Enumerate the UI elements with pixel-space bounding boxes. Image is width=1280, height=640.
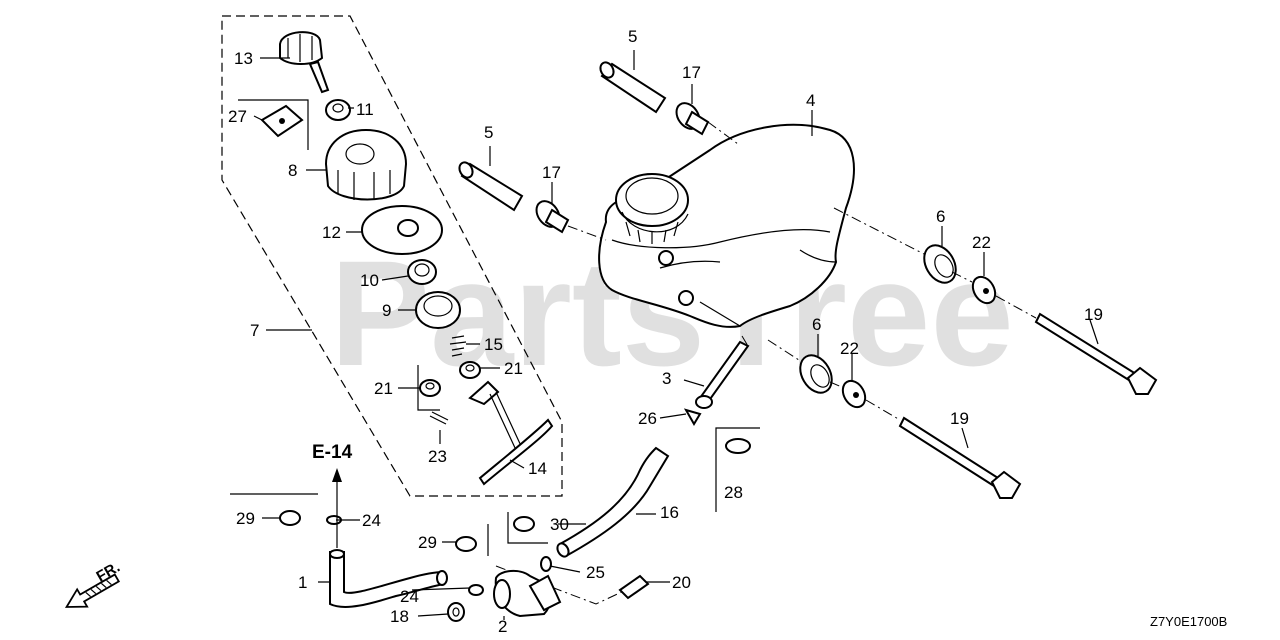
callout-30: 30 [550,515,569,534]
bolt-20 [618,574,650,600]
bolt-upper [1034,312,1158,395]
washer-18 [447,602,465,622]
callout-19-upper: 19 [1084,305,1103,324]
mount-rubber-upper [923,244,957,284]
callout-15: 15 [484,335,503,354]
callout-10: 10 [360,271,379,290]
callout-25: 25 [586,563,605,582]
seal-9 [415,291,461,329]
clip-29-lower [455,536,477,552]
callout-9: 9 [382,301,391,320]
hose-cap-upper [599,61,667,114]
spring-15 [449,335,467,357]
bracket-30 [507,512,548,544]
callout-1: 1 [298,573,307,592]
washer-upper [971,275,997,305]
cap-nut-11 [325,99,351,121]
callout-19-lower: 19 [950,409,969,428]
drawing-code: Z7Y0E1700B [1150,614,1227,629]
callout-29-upper: 29 [236,509,255,528]
callout-22-upper: 22 [972,233,991,252]
callout-28: 28 [724,483,743,502]
callout-6-upper: 6 [936,207,945,226]
callout-17-upper: 17 [682,63,701,82]
grommet-upper [675,102,710,136]
packing-27 [260,104,304,138]
clip-26 [683,408,702,426]
reference-label: E-14 [312,442,353,463]
callout-21-right: 21 [504,359,523,378]
callout-21-left: 21 [374,379,393,398]
collar-10 [407,259,437,285]
washer-21-left [419,379,441,397]
fuel-cock-2 [493,570,562,618]
cap-gasket-12 [361,205,443,255]
callout-13: 13 [234,49,253,68]
callout-8: 8 [288,161,297,180]
bracket-28 [715,427,760,512]
callout-24-upper: 24 [362,511,381,530]
callout-4: 4 [806,91,815,110]
reference-arrow-head [332,468,342,482]
fuel-tank [598,123,855,328]
callout-14: 14 [528,459,547,478]
mount-rubber-lower [799,354,833,394]
callout-23: 23 [428,447,447,466]
fuel-gauge-14 [468,380,554,486]
callout-12: 12 [322,223,341,242]
pin-23 [429,411,449,425]
callout-24-lower: 24 [400,587,419,606]
hose-cap-lower [458,161,524,212]
callout-11: 11 [356,100,374,119]
clip-29-upper [279,510,301,526]
callout-17-lower: 17 [542,163,561,182]
callout-2: 2 [498,617,507,636]
clamp-24-lower [468,584,484,596]
callout-6-lower: 6 [812,315,821,334]
callout-29-lower: 29 [418,533,437,552]
callout-7: 7 [250,321,259,340]
washer-21-right [459,361,481,379]
callout-3: 3 [662,369,671,388]
bolt-lower [898,416,1022,499]
tube-clip-28 [725,438,751,454]
front-arrow-icon [64,573,121,608]
bracket-27 [238,99,309,150]
callout-26: 26 [638,409,657,428]
fuel-tube-16 [556,446,670,558]
callout-5-upper: 5 [628,27,637,46]
washer-lower [841,379,867,409]
tube-clip-30 [513,516,535,532]
bolt-3 [695,340,750,409]
fuel-filler-cap-8 [324,128,408,201]
grommet-lower [535,200,570,234]
callout-16: 16 [660,503,679,522]
leader-lines [253,50,1099,620]
axis-lines [495,121,1037,605]
bracket-21 [417,365,440,411]
cap-assembly-outline [221,15,563,497]
clip-25 [540,556,552,572]
cap-knob-13 [279,31,330,94]
callout-27: 27 [228,107,247,126]
callout-18: 18 [390,607,409,626]
callout-22-lower: 22 [840,339,859,358]
fuel-tube-1 [329,549,448,608]
callout-5-lower: 5 [484,123,493,142]
callout-20: 20 [672,573,691,592]
